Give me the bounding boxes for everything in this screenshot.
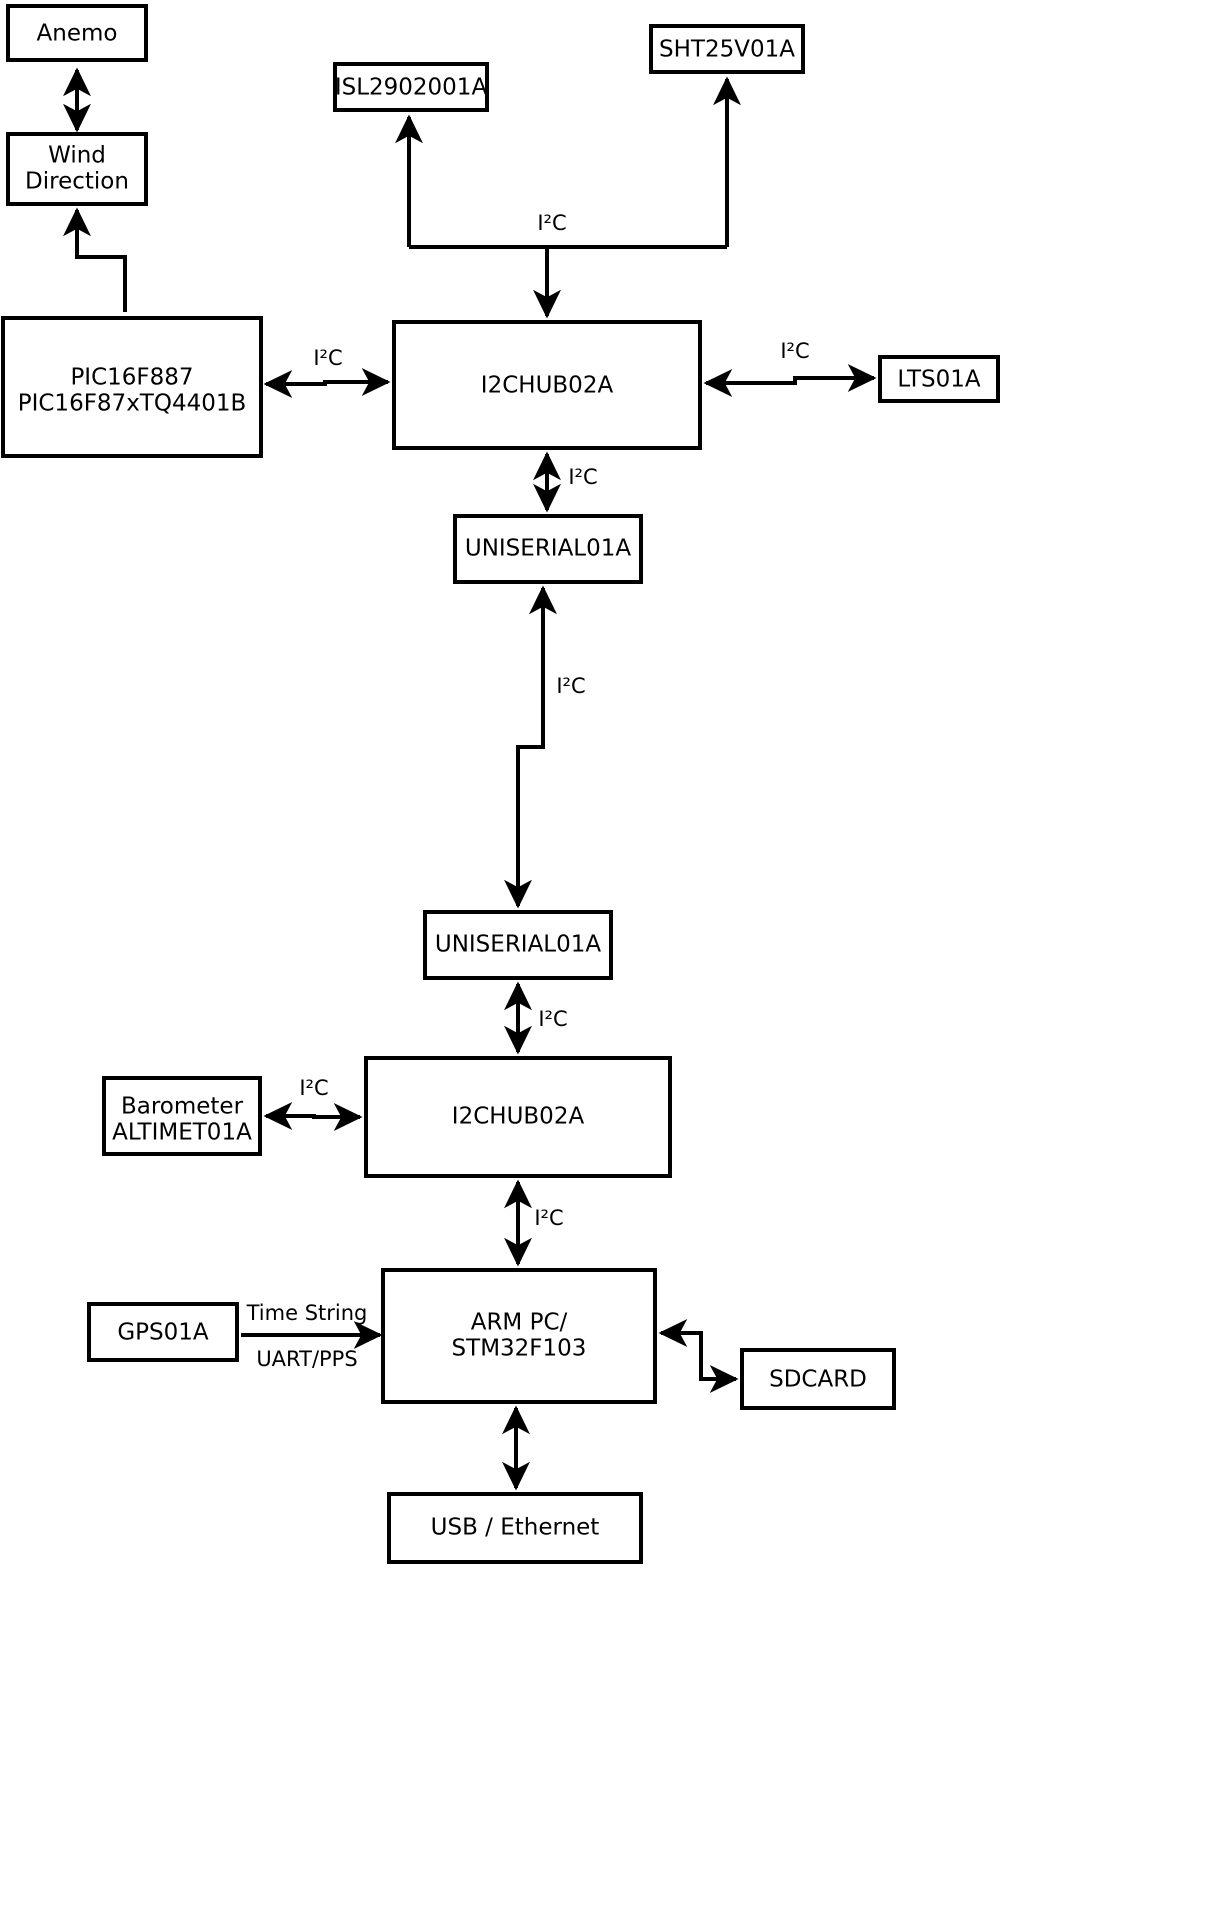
node-wind-direction-box xyxy=(6,132,148,206)
connector-pic-i2chub-top xyxy=(263,368,391,398)
node-gps01a-box xyxy=(87,1302,239,1362)
node-uniserial01a-bottom: UNISERIAL01A xyxy=(423,910,613,980)
node-anemo-box xyxy=(6,4,148,62)
node-gps01a-label: GPS01A xyxy=(117,1320,209,1346)
connector-barometer-i2chub-bottom xyxy=(263,1102,363,1131)
connector-pic-wind-direction xyxy=(63,207,127,312)
node-pic-label-line2: PIC16F87xTQ4401B xyxy=(18,391,247,417)
node-arm-pc: ARM PC/ STM32F103 xyxy=(381,1268,657,1404)
node-i2chub02a-bottom: I2CHUB02A xyxy=(364,1056,672,1178)
edge-label-i2c-uniser-link: I²C xyxy=(556,674,585,698)
edge-label-time-string: Time String xyxy=(246,1301,368,1325)
node-arm-pc-label-line2: STM32F103 xyxy=(452,1336,587,1362)
node-wind-direction: Wind Direction xyxy=(6,132,148,206)
node-gps01a: GPS01A xyxy=(87,1302,239,1362)
node-barometer: Barometer ALTIMET01A xyxy=(102,1076,262,1156)
edge-label-i2c-hub-lts: I²C xyxy=(780,339,809,363)
node-lts01a-box xyxy=(878,355,1000,403)
node-arm-pc-label-line1: ARM PC/ xyxy=(471,1310,568,1336)
node-i2chub02a-top: I2CHUB02A xyxy=(392,320,702,450)
node-isl2902001a: ISL2902001A xyxy=(333,62,489,112)
node-uniserial01a-bottom-label: UNISERIAL01A xyxy=(435,932,602,958)
edge-label-i2c-pic-hub: I²C xyxy=(313,346,342,370)
node-i2chub02a-top-box xyxy=(392,320,702,450)
node-sdcard-label: SDCARD xyxy=(769,1367,867,1393)
node-usb-ethernet-box xyxy=(387,1492,643,1564)
node-uniserial01a-top-box xyxy=(453,514,643,584)
node-i2chub02a-top-label: I2CHUB02A xyxy=(481,373,614,399)
node-usb-ethernet-label: USB / Ethernet xyxy=(431,1515,600,1541)
node-barometer-label-line2: ALTIMET01A xyxy=(112,1120,252,1146)
edge-label-i2c-uniser-hub: I²C xyxy=(538,1007,567,1031)
node-uniserial01a-top-label: UNISERIAL01A xyxy=(465,536,632,562)
edge-label-i2c-bus-top: I²C xyxy=(537,211,566,235)
node-isl2902001a-label: ISL2902001A xyxy=(335,75,488,101)
node-sht25v01a-box xyxy=(649,24,805,74)
node-i2chub02a-bottom-label: I2CHUB02A xyxy=(452,1104,585,1130)
node-uniserial01a-top: UNISERIAL01A xyxy=(453,514,643,584)
node-sht25v01a-label: SHT25V01A xyxy=(659,37,795,63)
node-wind-direction-label-line1: Wind xyxy=(48,143,106,169)
edge-label-i2c-hub-arm: I²C xyxy=(534,1206,563,1230)
node-pic: PIC16F887 PIC16F87xTQ4401B xyxy=(1,316,263,458)
node-usb-ethernet: USB / Ethernet xyxy=(387,1492,643,1564)
connector-arm-pc-sdcard xyxy=(658,1319,739,1393)
connector-i2c-top-bus xyxy=(395,76,741,319)
node-uniserial01a-bottom-box xyxy=(423,910,613,980)
node-pic-box xyxy=(1,316,263,458)
node-sdcard: SDCARD xyxy=(740,1348,896,1410)
node-i2chub02a-bottom-box xyxy=(364,1056,672,1178)
node-isl2902001a-box xyxy=(333,62,489,112)
node-wind-direction-label-line2: Direction xyxy=(25,169,129,195)
node-anemo-label: Anemo xyxy=(37,21,118,47)
edge-label-i2c-hub-uniser: I²C xyxy=(568,465,597,489)
node-barometer-label-line1: Barometer xyxy=(121,1094,244,1120)
node-pic-label-line1: PIC16F887 xyxy=(70,365,193,391)
node-arm-pc-box xyxy=(381,1268,657,1404)
node-lts01a-label: LTS01A xyxy=(897,367,981,393)
node-sht25v01a: SHT25V01A xyxy=(649,24,805,74)
edge-label-uart-pps: UART/PPS xyxy=(256,1347,357,1371)
connector-i2chub-top-lts01a xyxy=(703,364,877,397)
edge-label-i2c-baro-hub: I²C xyxy=(299,1076,328,1100)
node-barometer-box xyxy=(102,1076,262,1156)
connector-uniserial-top-uniserial-bottom xyxy=(504,585,557,909)
node-sdcard-box xyxy=(740,1348,896,1410)
node-anemo: Anemo xyxy=(6,4,148,62)
node-lts01a: LTS01A xyxy=(878,355,1000,403)
